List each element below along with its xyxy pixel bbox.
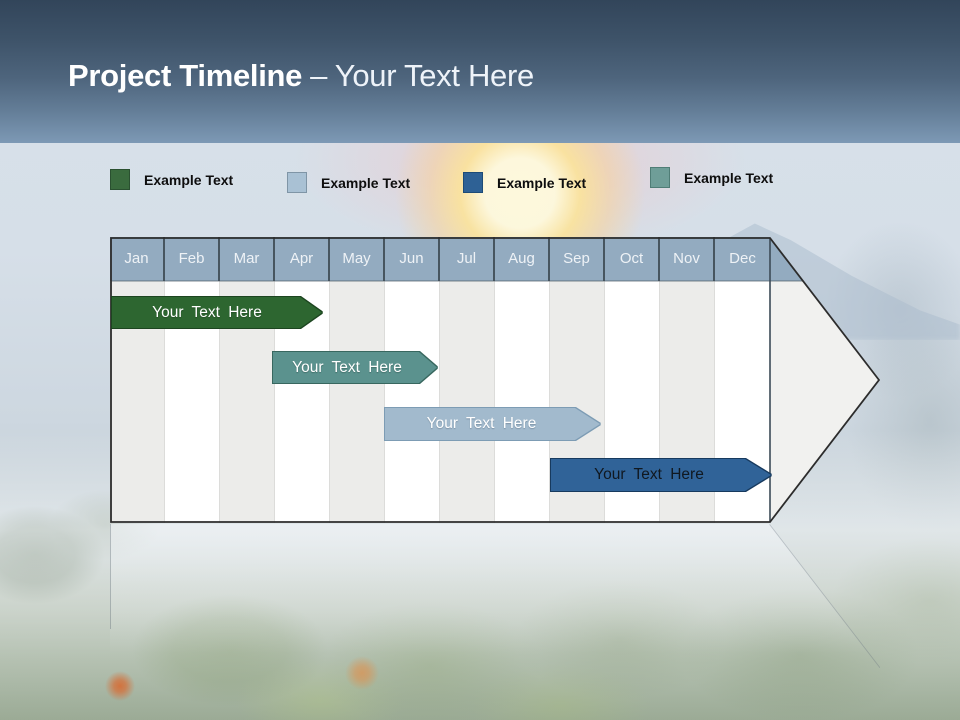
month-column: Mar (220, 237, 275, 523)
slide-header: Project Timeline– Your Text Here (0, 0, 960, 143)
month-header-cell: Jul (440, 237, 495, 281)
legend-swatch-blue (463, 172, 483, 193)
timeline-bar: Your Text Here (112, 297, 322, 328)
month-header-cell: Jan (110, 237, 165, 281)
timeline-bar-label: Your Text Here (594, 466, 704, 483)
legend-label: Example Text (144, 171, 234, 188)
month-header-cell: Jun (385, 237, 440, 281)
timeline-reflection (110, 524, 880, 674)
legend-label: Example Text (321, 174, 411, 191)
timeline-chart: Jan Feb Mar Apr May Jun Jul Aug Sep Oct … (110, 237, 880, 523)
month-header-cell: Apr (275, 237, 330, 281)
month-header-cell: Dec (715, 237, 770, 281)
timeline-bar-label: Your Text Here (292, 358, 402, 376)
month-column: Jan (110, 237, 165, 523)
slide-title: Project Timeline– Your Text Here (68, 58, 534, 94)
month-header-cell: Feb (165, 237, 220, 281)
timeline-bar-label: Your Text Here (152, 303, 262, 321)
legend-label: Example Text (684, 169, 774, 186)
month-header-cell: May (330, 237, 385, 281)
month-column: Feb (165, 237, 220, 523)
month-column-body (385, 281, 440, 523)
legend-item: Example Text (650, 167, 773, 188)
timeline-bar: Your Text Here (273, 352, 437, 383)
timeline-bar: Your Text Here (551, 459, 771, 491)
slide-title-primary: Project Timeline (68, 58, 303, 93)
timeline-bar-label: Your Text Here (426, 415, 537, 432)
month-header-cell: Nov (660, 237, 715, 281)
legend-swatch-teal (650, 167, 670, 188)
legend-label: Example Text (497, 174, 587, 191)
month-column: Aug (495, 237, 550, 523)
legend-item: Example Text (463, 172, 586, 193)
legend-swatch-green (110, 169, 130, 190)
legend-item: Example Text (287, 172, 410, 193)
month-column: Jul (440, 237, 495, 523)
slide-title-secondary: – Your Text Here (310, 58, 534, 93)
month-column-body (440, 281, 495, 523)
month-header-cell: Sep (550, 237, 605, 281)
month-header-cell: Aug (495, 237, 550, 281)
legend-swatch-lightblue (287, 172, 307, 193)
month-header-cell: Oct (605, 237, 660, 281)
month-column-body (495, 281, 550, 523)
legend-item: Example Text (110, 169, 233, 190)
timeline-bar: Your Text Here (385, 408, 600, 440)
month-header-cell: Mar (220, 237, 275, 281)
month-column-body (330, 281, 385, 523)
reflection-left-edge (110, 524, 111, 629)
